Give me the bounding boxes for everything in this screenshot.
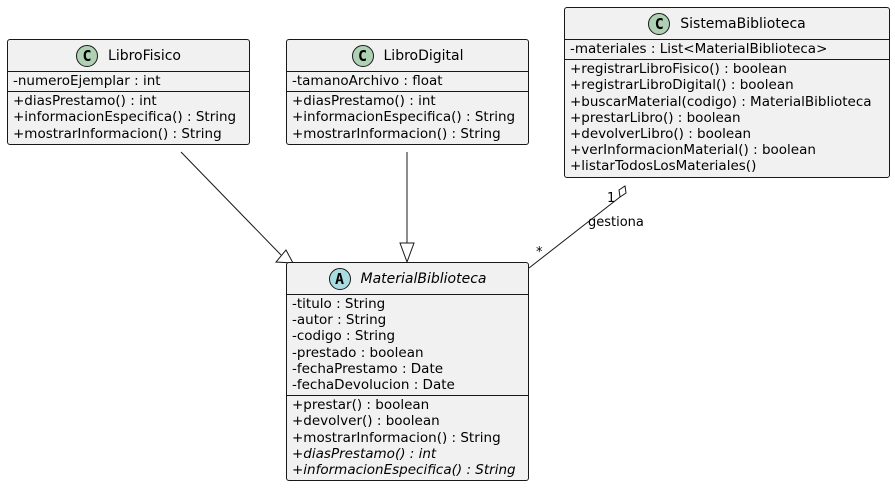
method: +listarTodosLosMateriales(): [570, 158, 757, 175]
attribute: -prestado : boolean: [292, 344, 424, 361]
abstract-method: +diasPrestamo() : int: [292, 445, 437, 462]
divider: [287, 294, 528, 295]
generalization-arrowhead-librodigital: [399, 242, 415, 264]
method: +informacionEspecifica() : String: [13, 109, 237, 126]
class-sistemabiblioteca[interactable]: C SistemaBiblioteca -materiales : List<M…: [564, 7, 890, 178]
attribute: -fechaPrestamo : Date: [292, 360, 444, 377]
method: +mostrarInformacion() : String: [13, 125, 222, 142]
method: +verInformacionMaterial() : boolean: [570, 142, 816, 159]
methods-section: +diasPrestamo() : int +informacionEspeci…: [8, 92, 249, 144]
method: +devolver() : boolean: [292, 413, 440, 430]
class-name: LibroFisico: [108, 47, 181, 64]
class-stereotype-icon: C: [351, 44, 374, 67]
class-materialbiblioteca[interactable]: A MaterialBiblioteca -titulo : String -a…: [286, 262, 529, 482]
class-stereotype-icon: C: [76, 44, 99, 67]
method: +devolverLibro() : boolean: [570, 126, 752, 143]
abstract-stereotype-icon: A: [328, 267, 351, 290]
attribute: -autor : String: [292, 312, 387, 329]
attribute: -fechaDevolucion : Date: [292, 377, 455, 394]
class-name: MaterialBiblioteca: [360, 270, 487, 287]
class-header: C SistemaBiblioteca: [565, 8, 889, 39]
attribute: -tamanoArchivo : float: [292, 73, 443, 89]
generalization-line-librofisico: [180, 151, 282, 256]
method: +diasPrestamo() : int: [13, 93, 157, 110]
aggregation-diamond: [618, 185, 627, 198]
attributes-section: -titulo : String -autor : String -codigo…: [287, 295, 528, 395]
method: +registrarLibroDigital() : boolean: [570, 77, 794, 94]
class-header: A MaterialBiblioteca: [287, 263, 528, 294]
class-name: SistemaBiblioteca: [680, 15, 806, 32]
method: +diasPrestamo() : int: [292, 93, 436, 110]
attribute: -materiales : List<MaterialBiblioteca>: [570, 41, 828, 57]
generalization-arrowhead-librofisico: [274, 249, 294, 264]
divider: [287, 71, 528, 72]
divider: [287, 395, 528, 397]
attribute: -titulo : String: [292, 296, 386, 312]
multiplicity-target: *: [536, 245, 543, 260]
class-header: C LibroFisico: [8, 40, 249, 71]
class-librodigital[interactable]: C LibroDigital -tamanoArchivo : float +d…: [286, 39, 529, 145]
method: +prestar() : boolean: [292, 397, 430, 414]
method: +buscarMaterial(codigo) : MaterialBiblio…: [570, 93, 872, 110]
class-name: LibroDigital: [383, 47, 464, 64]
attributes-section: -materiales : List<MaterialBiblioteca>: [565, 40, 889, 59]
divider: [8, 71, 249, 72]
attribute: -numeroEjemplar : int: [13, 73, 161, 89]
divider: [565, 39, 889, 40]
divider: [8, 91, 249, 93]
method: +mostrarInformacion() : String: [292, 125, 501, 142]
aggregation-line: [528, 196, 621, 269]
method: +informacionEspecifica() : String: [292, 109, 516, 126]
divider: [565, 59, 889, 61]
class-header: C LibroDigital: [287, 40, 528, 71]
association-label: gestiona: [588, 215, 644, 230]
class-stereotype-icon: C: [648, 12, 671, 35]
class-librofisico[interactable]: C LibroFisico -numeroEjemplar : int +dia…: [7, 39, 250, 145]
abstract-method: +informacionEspecifica() : String: [292, 462, 516, 479]
method: +mostrarInformacion() : String: [292, 429, 501, 446]
multiplicity-source: 1: [607, 191, 616, 206]
methods-section: +prestar() : boolean +devolver() : boole…: [287, 396, 528, 480]
divider: [287, 91, 528, 93]
attributes-section: -tamanoArchivo : float: [287, 72, 528, 91]
methods-section: +diasPrestamo() : int +informacionEspeci…: [287, 92, 528, 144]
method: +prestarLibro() : boolean: [570, 109, 741, 126]
attribute: -codigo : String: [292, 328, 396, 345]
methods-section: +registrarLibroFisico() : boolean +regis…: [565, 60, 889, 176]
attributes-section: -numeroEjemplar : int: [8, 72, 249, 91]
method: +registrarLibroFisico() : boolean: [570, 61, 787, 78]
